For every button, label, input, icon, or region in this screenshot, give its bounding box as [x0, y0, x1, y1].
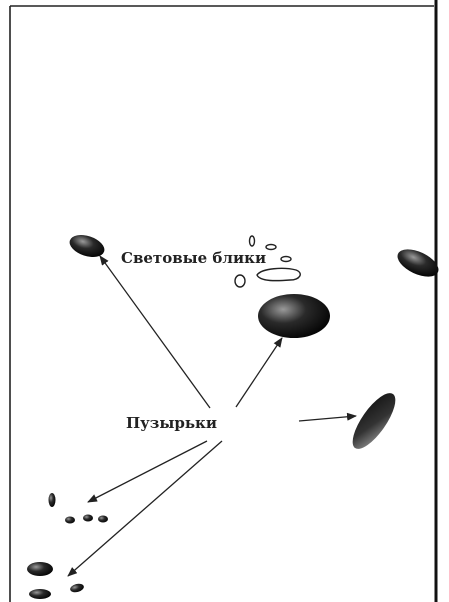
highlight-5 [256, 267, 301, 282]
highlight-4 [234, 274, 246, 288]
bubble-large [258, 294, 330, 338]
bubble-small-2 [65, 516, 75, 524]
arrow-to-small-bubbles [87, 440, 208, 503]
bubble-right-edge [397, 249, 439, 277]
bubble-small-1 [48, 493, 56, 507]
bubble-small-3 [83, 514, 93, 522]
arrow-to-large-bubble [235, 337, 283, 408]
bubble-small-5 [27, 562, 53, 576]
bubble-elongated [352, 393, 396, 449]
label-light-highlights: Световые блики [121, 249, 267, 267]
bubble-top-left [69, 234, 105, 258]
arrow-to-elongated-bubble [298, 412, 357, 422]
highlight-2 [265, 243, 277, 251]
arrow-to-bottom-bubbles [67, 440, 223, 577]
bubble-small-6 [29, 589, 51, 599]
arrow-to-top-left-bubble [99, 255, 211, 409]
bubble-small-4 [98, 515, 108, 523]
highlight-1 [248, 235, 256, 247]
bubble-small-7 [70, 583, 84, 593]
highlight-3 [280, 255, 292, 263]
label-bubbles: Пузырьки [126, 414, 218, 432]
